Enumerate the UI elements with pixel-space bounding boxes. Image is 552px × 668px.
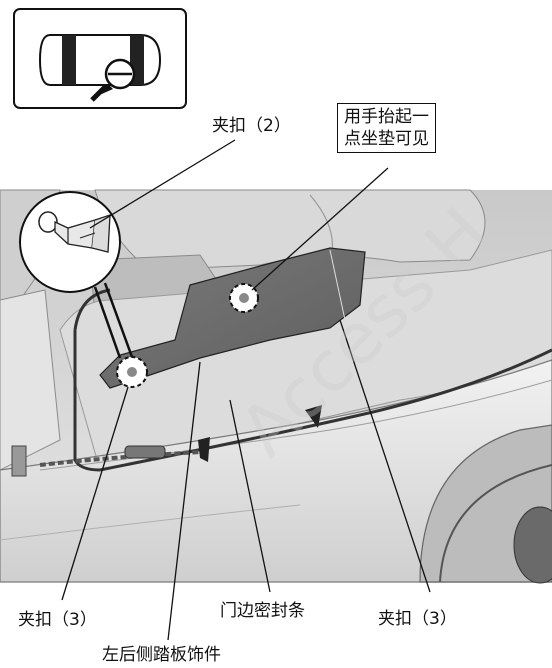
label-clip-bottom-left: 夹扣（3） (18, 610, 97, 630)
vehicle-interior-scene (0, 189, 552, 584)
rear-side-step-trim (99, 247, 366, 389)
label-clip-bottom-right: 夹扣（3） (378, 609, 457, 629)
callout-line-1: 用手抬起一 (344, 107, 429, 127)
vehicle-locator-icon (13, 8, 187, 109)
clip-detail-magnifier (19, 191, 134, 359)
leader-lines (61, 139, 431, 641)
label-trim-part: 左后侧踏板饰件 (102, 645, 221, 665)
callout-line-2: 点坐垫可见 (344, 129, 429, 149)
label-clip-top: 夹扣（2） (212, 116, 291, 136)
label-door-seal: 门边密封条 (220, 601, 305, 621)
callout-lift-cushion: 用手抬起一 点坐垫可见 (337, 103, 436, 153)
arrow-icon (198, 405, 322, 462)
